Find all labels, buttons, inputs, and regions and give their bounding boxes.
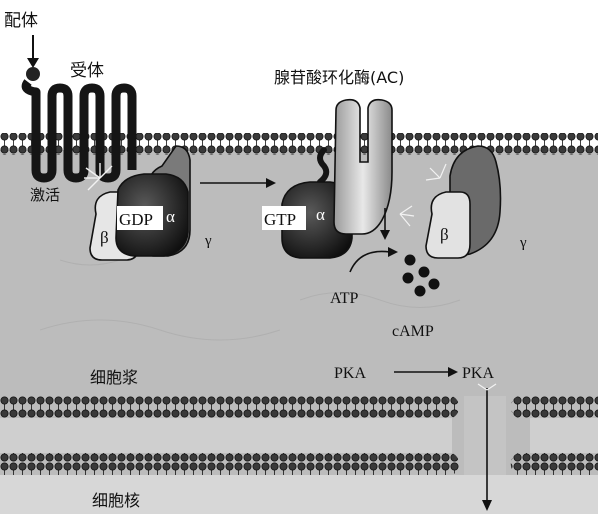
ligand-arrow-head: [27, 58, 39, 68]
adenylyl-cyclase-label: 腺苷酸环化酶(AC): [274, 68, 404, 87]
atp-label: ATP: [330, 290, 359, 307]
nucleus-label: 细胞核: [92, 491, 140, 510]
nuclear-envelope-upper-right: [511, 396, 598, 418]
nuclear-envelope-lower: [0, 453, 459, 475]
beta-left-label: β: [100, 228, 109, 247]
gtp-label: GTP: [264, 210, 296, 229]
camp-label: cAMP: [392, 323, 434, 340]
receptor-label: 受体: [70, 61, 104, 81]
gamma-right-label: γ: [519, 235, 527, 251]
nuclear-envelope-lower-right: [511, 453, 598, 475]
nucleus-region: [0, 475, 598, 514]
nuclear-envelope-upper: [0, 396, 459, 418]
beta-right-label: β: [440, 225, 449, 244]
ligand-label: 配体: [4, 11, 38, 31]
adenylyl-cyclase: [334, 100, 392, 234]
pka-inactive-label: PKA: [334, 365, 366, 382]
gdp-label: GDP: [119, 210, 153, 229]
alpha-gtp-label: α: [316, 205, 325, 224]
alpha-gdp-label: α: [166, 207, 175, 226]
nuclear-pore: [464, 396, 506, 475]
gamma-left-label: γ: [204, 233, 212, 249]
cytoplasm-label: 细胞浆: [90, 368, 138, 387]
pka-active-label: PKA: [462, 365, 494, 382]
nuclear-envelope-lumen: [0, 418, 452, 453]
plasma-membrane: [0, 133, 598, 155]
nuclear-envelope-lumen-right: [530, 418, 598, 453]
ligand: [26, 67, 40, 81]
activation-label: 激活: [30, 186, 60, 204]
